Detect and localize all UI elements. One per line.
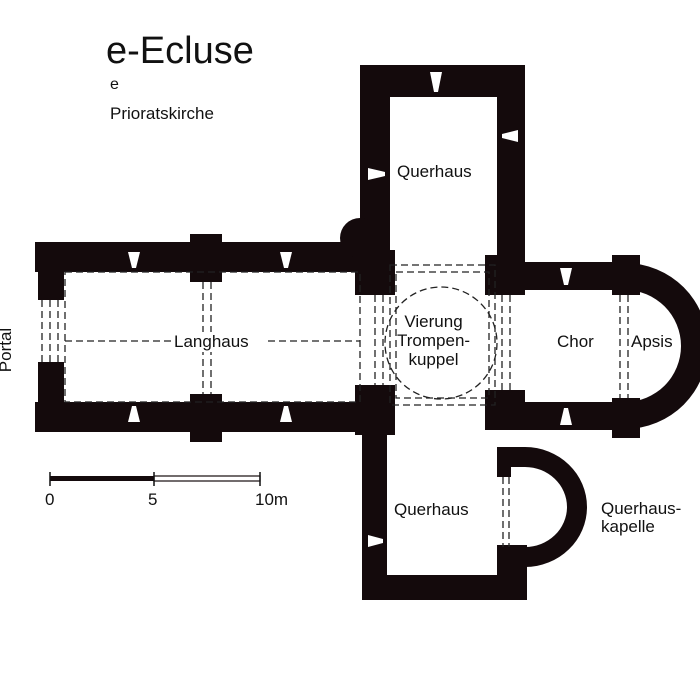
crossing-pier: [355, 250, 395, 295]
west-wall-north: [38, 242, 64, 300]
scale-bar-filled: [50, 476, 154, 481]
label-vierung-3: kuppel: [408, 350, 459, 369]
window: [280, 406, 292, 422]
dome-circle: [384, 286, 498, 400]
label-chor: Chor: [557, 332, 594, 351]
subtitle-line2: Prioratskirche: [110, 104, 214, 123]
scale-bar-open: [153, 475, 261, 482]
window: [368, 535, 383, 547]
label-vierung: Vierung Trompen- kuppel: [397, 312, 470, 369]
west-wall-south: [38, 362, 64, 432]
subtitle-line1: e: [110, 76, 119, 93]
window: [560, 268, 572, 285]
north-transept-wall-east: [497, 65, 525, 275]
label-portal: Portal: [0, 327, 16, 373]
window: [368, 168, 385, 180]
label-kapelle-1: Querhaus-: [601, 499, 682, 518]
label-kapelle: Querhaus- kapelle: [601, 500, 681, 536]
scale-tick-5: 5: [148, 490, 158, 509]
scale-bar: [49, 472, 261, 486]
window: [560, 408, 572, 425]
nave-pier: [190, 394, 222, 442]
label-vierung-2: Trompen-: [397, 331, 471, 350]
nave-pier: [190, 234, 222, 282]
label-vierung-1: Vierung: [404, 312, 463, 331]
title: e-Ecluse: [106, 30, 254, 72]
label-apsis: Apsis: [631, 332, 673, 351]
south-transept-wall-west: [362, 430, 387, 600]
label-kapelle-2: kapelle: [601, 517, 655, 536]
chapel-wall: [505, 447, 587, 567]
window: [128, 406, 140, 422]
window: [280, 252, 292, 268]
scale-tick-0: 0: [45, 490, 55, 509]
label-querhaus-north: Querhaus: [397, 162, 472, 181]
label-langhaus: Langhaus: [172, 332, 251, 352]
crossing-pier: [355, 385, 395, 435]
crossing-outline: [389, 264, 496, 406]
stair-tower: [340, 218, 380, 258]
nave-vault-outline: [64, 271, 361, 403]
apse-wall: [625, 263, 700, 429]
window: [430, 72, 442, 92]
windows: [128, 72, 572, 547]
scale-tick-10: 10m: [255, 490, 289, 509]
crossing-inner-outline: [395, 271, 490, 399]
walls: [35, 65, 640, 600]
window: [502, 130, 518, 142]
label-querhaus-south: Querhaus: [394, 500, 469, 519]
window: [128, 252, 140, 268]
